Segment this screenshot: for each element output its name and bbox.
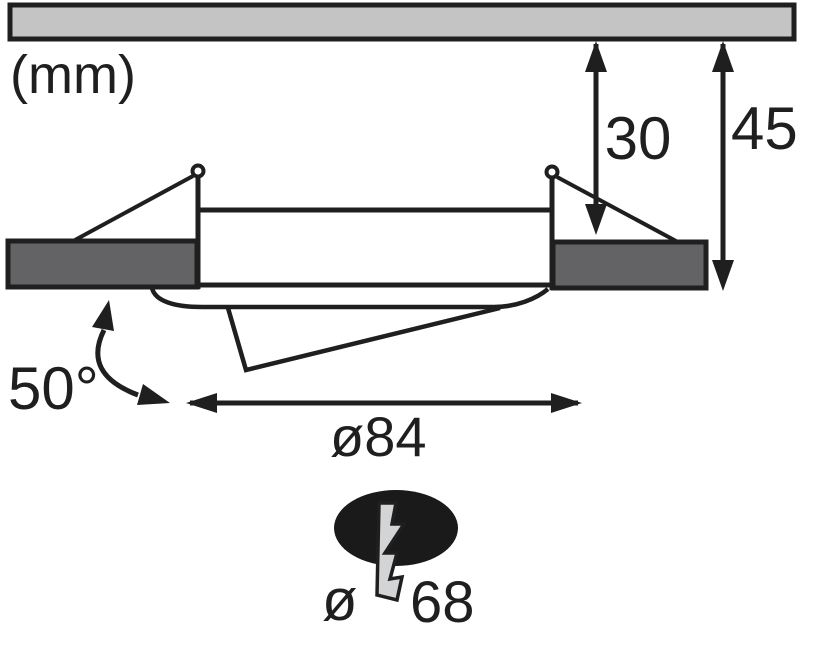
tilt-angle-arc: [95, 328, 139, 398]
lightning-bolt-icon: [375, 501, 408, 603]
spring-clip-right: [544, 164, 677, 243]
arrowhead-right-icon: [137, 384, 170, 405]
tilt-angle-indicator: 50°: [8, 300, 170, 422]
arrowhead-right-icon: [551, 393, 582, 413]
spring-arm-left: [74, 174, 194, 242]
arrowhead-down-icon: [712, 260, 734, 291]
spring-pivot-right: [544, 164, 560, 180]
ceiling-panel: [7, 2, 797, 42]
arrowhead-up-icon: [585, 41, 607, 72]
spring-pivot-left: [190, 163, 206, 179]
tilt-angle-label: 50°: [8, 355, 99, 422]
trim-flange-left: [5, 238, 200, 290]
dimension-recess-depth: 30: [585, 41, 671, 235]
cutout-diameter-symbol: ø: [322, 568, 357, 633]
spring-clip-left: [74, 163, 206, 242]
trim-bezel: [149, 287, 550, 310]
spring-arm-right: [556, 175, 677, 243]
dimension-30-label: 30: [605, 105, 672, 172]
arrowhead-up-icon: [712, 41, 734, 72]
unit-label: (mm): [10, 45, 136, 105]
dimension-overall-depth: 45: [712, 41, 798, 291]
arrowhead-left-icon: [186, 393, 217, 413]
cutout-diameter-value: 68: [410, 570, 475, 635]
tilted-lamp-face: [225, 305, 501, 373]
dimension-45-label: 45: [731, 95, 798, 162]
housing-body: [195, 177, 555, 290]
arrowhead-down-icon: [585, 204, 607, 235]
cutout-symbol: ø 68: [322, 490, 475, 635]
dimension-outer-diameter: ø84: [186, 393, 582, 468]
outer-diameter-label: ø84: [330, 405, 427, 468]
trim-flange-right: [550, 239, 709, 291]
arrowhead-up-icon: [92, 300, 114, 331]
